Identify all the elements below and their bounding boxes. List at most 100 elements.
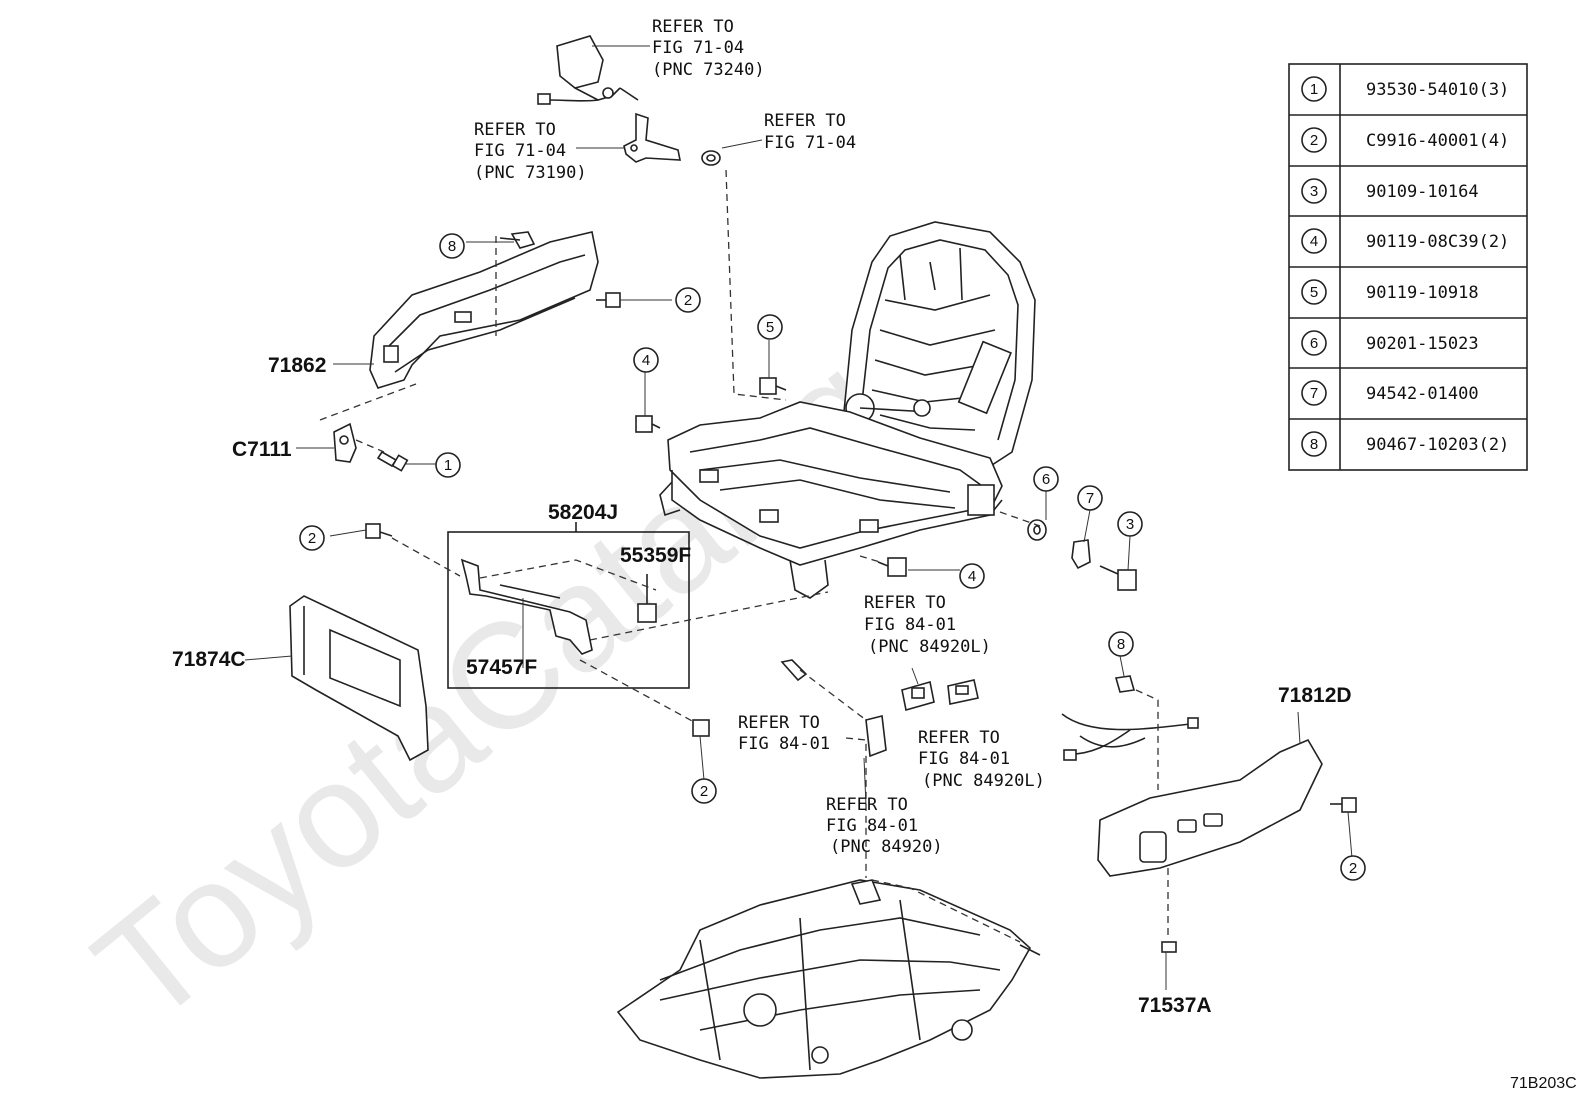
cover-71874c [289, 595, 429, 762]
callout-3: 3 [1117, 511, 1143, 537]
legend-table: 1 93530-54010(3) 2 C9916-40001(4) 3 9010… [1288, 63, 1528, 471]
label-55359f [637, 603, 657, 623]
screw-switch [780, 659, 808, 682]
part-label-57457f: 57457F [466, 656, 537, 679]
svg-text:4: 4 [968, 568, 976, 585]
part-label-58204j: 58204J [548, 501, 618, 524]
label-71537a [1161, 941, 1177, 953]
washer-top [701, 150, 721, 166]
seat-track-adjuster [616, 879, 1041, 1079]
callout-8-upper: 8 [439, 233, 465, 259]
part-label-71874c: 71874C [172, 648, 246, 671]
ref-note-84920l-upper: REFER TO FIG 84-01 (PNC 84920L) [864, 593, 991, 657]
svg-text:90201-15023: 90201-15023 [1366, 334, 1479, 354]
callout-4-lower: 4 [959, 563, 985, 589]
bolt-2-middle [365, 523, 393, 539]
label-leaders [244, 45, 1353, 990]
callout-5: 5 [757, 314, 783, 340]
assembly-box-58204j [447, 531, 690, 689]
svg-text:3: 3 [1126, 516, 1134, 533]
seat-belt-buckle [537, 35, 639, 105]
callout-2-lower: 2 [691, 778, 717, 804]
part-label-c7111: C7111 [232, 438, 292, 461]
svg-text:6: 6 [1310, 335, 1318, 352]
svg-text:REFER TO: REFER TO [764, 111, 846, 131]
bolt-3 [1099, 565, 1137, 591]
svg-text:FIG 84-01: FIG 84-01 [864, 615, 956, 635]
callout-4-upper: 4 [633, 347, 659, 373]
diagram-code: 71B203C [1510, 1075, 1577, 1092]
callout-1: 1 [435, 452, 461, 478]
side-cover-71812d [1097, 738, 1323, 877]
switch-84920l-a [901, 680, 935, 712]
svg-text:8: 8 [1310, 436, 1318, 453]
callout-2-left: 2 [299, 525, 325, 551]
svg-text:(PNC 84920): (PNC 84920) [830, 837, 943, 857]
bolt-2-upper [596, 292, 621, 308]
svg-text:90467-10203(2): 90467-10203(2) [1366, 435, 1509, 455]
svg-text:2: 2 [684, 292, 692, 309]
bracket-57457f [460, 558, 593, 655]
callout-2-right: 2 [1340, 855, 1366, 881]
legend-row: 5 90119-10918 [1301, 279, 1479, 305]
part-label-71537a: 71537A [1138, 994, 1212, 1017]
bolt-2-right [1330, 797, 1357, 813]
svg-text:4: 4 [642, 352, 650, 369]
svg-text:(PNC 73240): (PNC 73240) [652, 60, 765, 80]
svg-text:FIG 71-04: FIG 71-04 [474, 141, 566, 161]
svg-text:REFER TO: REFER TO [918, 728, 1000, 748]
spacer-7 [1071, 539, 1091, 570]
svg-text:REFER TO: REFER TO [738, 713, 820, 733]
svg-text:(PNC 84920L): (PNC 84920L) [922, 771, 1045, 791]
svg-text:2: 2 [1310, 132, 1318, 149]
svg-text:FIG 84-01: FIG 84-01 [738, 734, 830, 754]
side-cover-71862 [369, 231, 599, 389]
bolt-5 [759, 377, 787, 395]
belt-bracket [623, 112, 681, 163]
svg-text:C9916-40001(4): C9916-40001(4) [1366, 131, 1509, 151]
legend-row: 3 90109-10164 [1301, 178, 1479, 204]
ref-note-73190: REFER TO FIG 71-04 (PNC 73190) [474, 120, 587, 183]
switch-84920l-b [947, 679, 979, 705]
legend-row: 6 90201-15023 [1301, 330, 1479, 356]
bolt-4-lower [877, 557, 907, 577]
svg-text:7: 7 [1086, 490, 1094, 507]
svg-text:3: 3 [1310, 183, 1318, 200]
svg-text:90119-10918: 90119-10918 [1366, 283, 1479, 303]
svg-text:7: 7 [1310, 385, 1318, 402]
svg-text:REFER TO: REFER TO [864, 593, 946, 613]
svg-text:REFER TO: REFER TO [474, 120, 556, 140]
svg-text:REFER TO: REFER TO [652, 17, 734, 37]
seat-cushion-frame [659, 401, 1003, 599]
dashed-leaders [319, 169, 1169, 943]
washer-6 [1027, 519, 1047, 541]
ref-note-84920l-lower: REFER TO FIG 84-01 (PNC 84920L) [918, 728, 1045, 791]
legend-row: 1 93530-54010(3) [1301, 76, 1509, 102]
svg-text:(PNC 84920L): (PNC 84920L) [868, 637, 991, 657]
svg-text:5: 5 [766, 319, 774, 336]
svg-text:94542-01400: 94542-01400 [1366, 384, 1479, 404]
part-label-71862: 71862 [268, 354, 326, 377]
svg-text:2: 2 [308, 530, 316, 547]
svg-text:1: 1 [444, 457, 452, 474]
legend-row: 4 90119-08C39(2) [1301, 228, 1509, 254]
svg-text:FIG 71-04: FIG 71-04 [764, 133, 856, 153]
svg-text:2: 2 [1349, 860, 1357, 877]
ref-note-71-04: REFER TO FIG 71-04 [764, 111, 856, 153]
svg-text:8: 8 [448, 238, 456, 255]
ref-note-73240: REFER TO FIG 71-04 (PNC 73240) [652, 17, 765, 80]
svg-text:93530-54010(3): 93530-54010(3) [1366, 80, 1509, 100]
switch-84920 [865, 715, 887, 758]
ref-note-84920: REFER TO FIG 84-01 (PNC 84920) [826, 795, 943, 857]
wire-harness [1061, 675, 1199, 761]
callout-7: 7 [1077, 485, 1103, 511]
bracket-c7111 [333, 422, 357, 463]
svg-text:4: 4 [1310, 233, 1318, 250]
legend-row: 8 90467-10203(2) [1301, 431, 1509, 457]
bolt-1 [376, 450, 409, 472]
legend-row: 7 94542-01400 [1301, 380, 1479, 406]
bolt-4-upper [635, 415, 661, 433]
svg-text:2: 2 [700, 783, 708, 800]
svg-text:8: 8 [1117, 636, 1125, 653]
